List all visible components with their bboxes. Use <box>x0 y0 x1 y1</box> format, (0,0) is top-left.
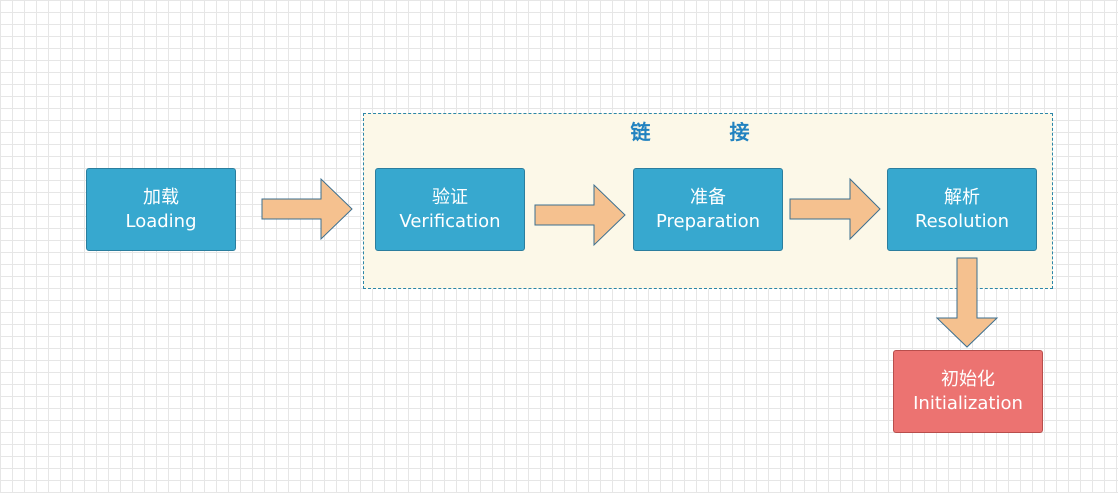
step-loading: 加载 Loading <box>86 168 236 251</box>
arrow-verification-to-preparation <box>534 183 626 247</box>
step-preparation: 准备 Preparation <box>633 168 783 251</box>
linking-group-title: 链 接 <box>630 120 786 144</box>
step-initialization-zh: 初始化 <box>941 368 995 390</box>
step-loading-zh: 加载 <box>143 186 179 208</box>
step-preparation-zh: 准备 <box>690 186 726 208</box>
step-verification: 验证 Verification <box>375 168 525 251</box>
arrow-preparation-to-resolution <box>789 177 881 241</box>
step-resolution-en: Resolution <box>914 210 1010 232</box>
step-verification-zh: 验证 <box>432 186 468 208</box>
step-verification-en: Verification <box>399 210 501 232</box>
step-preparation-en: Preparation <box>656 210 760 232</box>
step-loading-en: Loading <box>125 210 197 232</box>
step-resolution: 解析 Resolution <box>887 168 1037 251</box>
step-resolution-zh: 解析 <box>944 186 980 208</box>
step-initialization: 初始化 Initialization <box>893 350 1043 433</box>
arrow-resolution-to-initialization <box>935 257 999 348</box>
step-initialization-en: Initialization <box>913 392 1023 414</box>
arrow-loading-to-verification <box>261 177 353 241</box>
